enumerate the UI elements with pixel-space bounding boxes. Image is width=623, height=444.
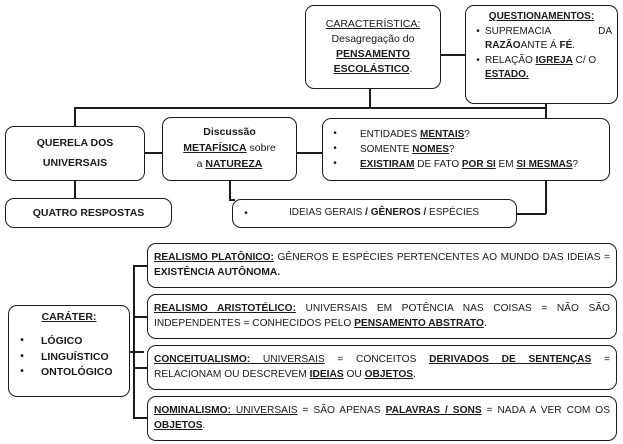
discussao-line1: Discussão — [203, 126, 256, 139]
connector-entidades-ideias-h — [517, 213, 546, 215]
entidades-item-1: • ENTIDADES MENTAIS? — [328, 127, 604, 142]
querela-line2: UNIVERSAIS — [42, 156, 108, 169]
aristotelico-text: REALISMO ARISTOTÉLICO: UNIVERSAIS EM POT… — [154, 302, 610, 329]
connector-trunk-querela — [74, 107, 76, 127]
box-quatro-respostas[interactable]: QUATRO RESPOSTAS — [5, 198, 172, 228]
querela-line1: QUERELA DOS — [36, 136, 114, 149]
connector-caracteristica-stem — [369, 89, 371, 109]
box-nominalismo[interactable]: NOMINALISMO: UNIVERSAIS = SÃO APENAS PAL… — [147, 396, 617, 441]
platonico-text: REALISMO PLATÔNICO: GÊNEROS E ESPÉCIES P… — [154, 251, 610, 278]
questionamentos-item-2: • RELAÇÃO IGREJA C/ O ESTADO. — [471, 54, 612, 82]
bullet-icon: • — [333, 128, 337, 139]
connector-carater-spine-v — [133, 265, 135, 418]
bullet-icon: • — [20, 334, 24, 346]
caracteristica-heading: CARACTERÍSTICA: — [325, 18, 421, 31]
caracteristica-line2: Desagregação do — [331, 33, 415, 46]
bullet-icon: • — [476, 54, 480, 66]
bullet-icon: • — [20, 366, 24, 378]
connector-querela-quatro — [74, 181, 76, 199]
bullet-icon: • — [20, 350, 24, 362]
connector-spine-nominalismo — [133, 417, 148, 419]
discussao-line3: a NATUREZA — [196, 157, 263, 170]
caracteristica-line4: ESCOLÁSTICO. — [333, 62, 413, 75]
entidades-item-2: • SOMENTE NOMES? — [328, 142, 604, 157]
box-realismo-platonico[interactable]: REALISMO PLATÔNICO: GÊNEROS E ESPÉCIES P… — [147, 243, 617, 288]
bullet-icon: • — [333, 158, 337, 169]
bullet-icon: • — [476, 26, 480, 38]
entidades-item-3: • EXISTIRAM DE FATO POR SI EM SI MESMAS? — [328, 157, 604, 172]
box-ideias-gerais[interactable]: • IDEIAS GERAIS / GÊNEROS / ESPÉCIES — [232, 199, 517, 228]
box-querela-dos-universais[interactable]: QUERELA DOS UNIVERSAIS — [5, 126, 145, 181]
ideias-item: • IDEIAS GERAIS / GÊNEROS / ESPÉCIES — [239, 207, 510, 221]
bullet-icon: • — [244, 207, 248, 219]
connector-discussao-entidades — [297, 152, 323, 154]
box-conceitualismo[interactable]: CONCEITUALISMO: UNIVERSAIS = CONCEITOS D… — [147, 345, 617, 390]
connector-spine-conceitualismo — [133, 367, 148, 369]
carater-item-3: • ONTOLÓGICO — [15, 365, 123, 381]
connector-questionamentos-stem — [545, 104, 547, 120]
nominalismo-text: NOMINALISMO: UNIVERSAIS = SÃO APENAS PAL… — [154, 404, 610, 431]
conceitualismo-text: CONCEITUALISMO: UNIVERSAIS = CONCEITOS D… — [154, 353, 610, 380]
connector-carater-spine-h — [130, 351, 144, 353]
carater-heading: CARÁTER: — [41, 311, 97, 323]
caracteristica-line3: PENSAMENTO — [336, 48, 410, 60]
box-realismo-aristotelico[interactable]: REALISMO ARISTOTÉLICO: UNIVERSAIS EM POT… — [147, 294, 617, 339]
discussao-line2: METAFÍSICA sobre — [183, 142, 276, 155]
connector-spine-aristotelico — [133, 316, 148, 318]
box-caracteristica[interactable]: CARACTERÍSTICA: Desagregação do PENSAMEN… — [305, 5, 441, 89]
connector-entidades-ideias-v — [545, 181, 547, 214]
connector-spine-platonico — [133, 265, 148, 267]
connector-caracteristica-questionamentos — [441, 54, 465, 56]
connector-querela-discussao — [145, 152, 163, 154]
carater-item-2: • LINGUÍSTICO — [15, 350, 123, 366]
box-discussao-metafisica[interactable]: Discussão METAFÍSICA sobre a NATUREZA — [162, 117, 297, 181]
connector-main-trunk — [74, 107, 546, 109]
connector-discussao-ideias-h — [229, 199, 235, 201]
carater-item-1: • LÓGICO — [15, 334, 123, 350]
box-carater[interactable]: CARÁTER: • LÓGICO • LINGUÍSTICO • ONTOLÓ… — [8, 305, 130, 397]
quatro-label: QUATRO RESPOSTAS — [32, 207, 145, 219]
box-entidades-questoes[interactable]: • ENTIDADES MENTAIS? • SOMENTE NOMES? • … — [322, 118, 610, 181]
questionamentos-heading: QUESTIONAMENTOS: — [488, 11, 595, 22]
bullet-icon: • — [333, 143, 337, 154]
connector-discussao-ideias — [229, 181, 231, 200]
